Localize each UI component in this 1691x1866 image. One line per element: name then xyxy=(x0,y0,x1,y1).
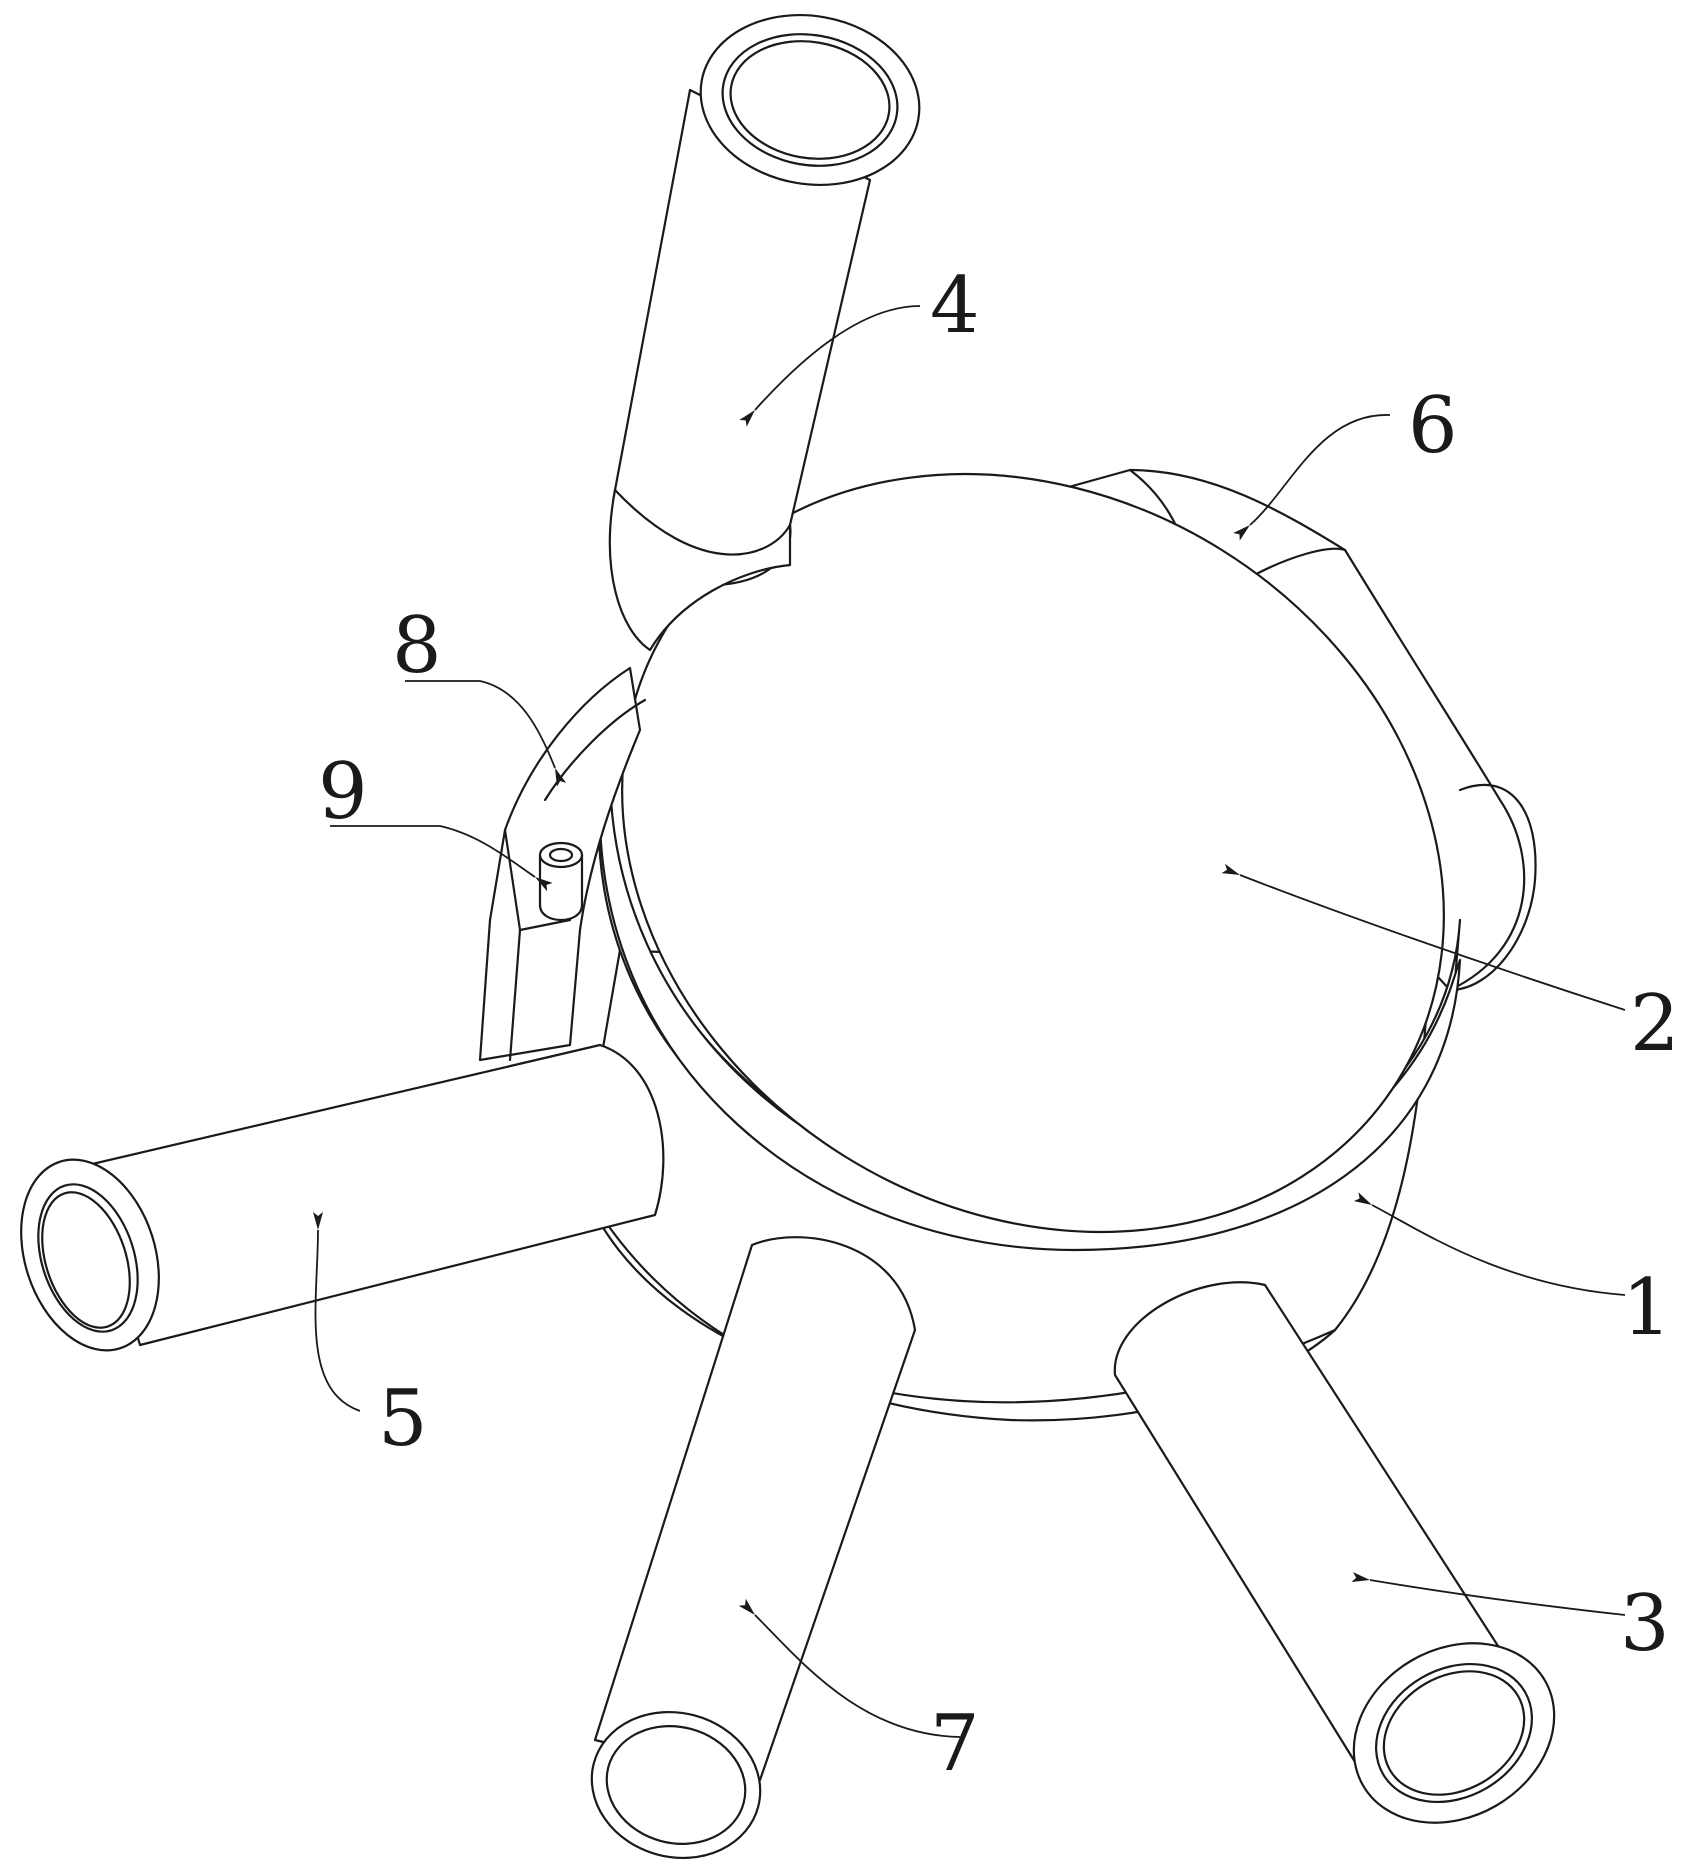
label-8: 8 xyxy=(392,601,442,691)
leader-7 xyxy=(738,1598,961,1738)
leader-6 xyxy=(1233,414,1391,541)
label-2: 2 xyxy=(1630,979,1680,1069)
label-5: 5 xyxy=(378,1374,428,1464)
label-6: 6 xyxy=(1408,381,1458,471)
label-9: 9 xyxy=(318,747,368,837)
label-3: 3 xyxy=(1620,1579,1670,1669)
leader-4 xyxy=(739,305,921,427)
leader-9 xyxy=(330,825,553,892)
leader-2 xyxy=(1221,863,1626,1011)
leader-3 xyxy=(1351,1572,1626,1616)
leader-lines xyxy=(313,305,1626,1738)
label-1: 1 xyxy=(1622,1263,1672,1353)
label-4: 4 xyxy=(930,261,980,351)
leader-1 xyxy=(1353,1192,1626,1296)
left-pipe xyxy=(20,1043,665,1352)
label-7: 7 xyxy=(930,1699,980,1789)
bottom-left-pipe xyxy=(590,1236,917,1860)
leader-5 xyxy=(313,1211,361,1412)
reference-numerals: 1 2 3 4 5 6 7 8 9 xyxy=(318,261,1680,1789)
adjusting-screw xyxy=(538,841,584,922)
top-pipe xyxy=(608,13,921,652)
bottom-right-pipe xyxy=(1113,1281,1556,1824)
leader-8 xyxy=(405,680,567,787)
